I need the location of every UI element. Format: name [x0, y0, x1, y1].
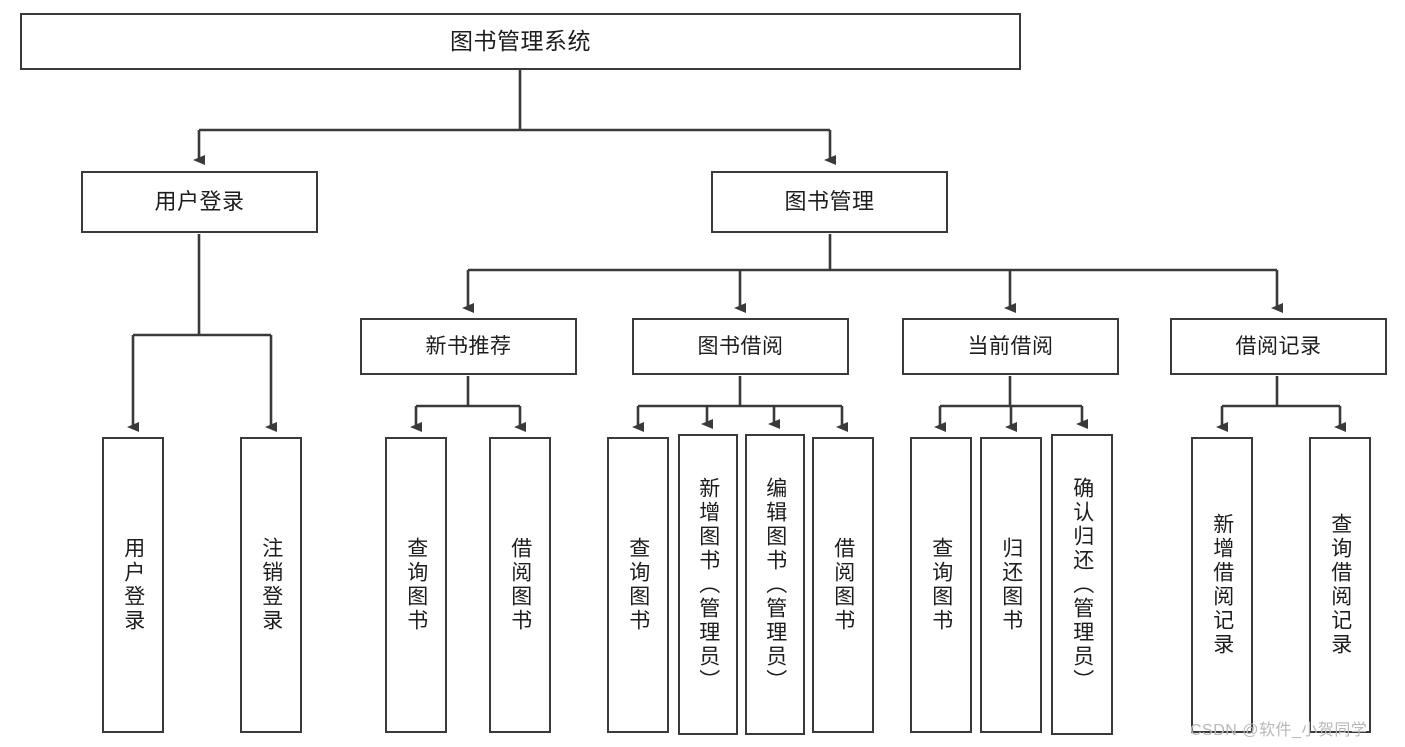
node-label: 当前借阅: [967, 334, 1054, 358]
node-label: 编辑图书（管理员）: [763, 476, 787, 693]
leaf-user-login[interactable]: 用户登录: [102, 437, 164, 733]
node-book-management[interactable]: 图书管理: [711, 171, 948, 233]
node-label: 用户登录: [121, 537, 145, 633]
node-label: 新增图书（管理员）: [696, 476, 720, 693]
node-label: 查询图书: [404, 537, 428, 633]
node-user-login[interactable]: 用户登录: [81, 171, 318, 233]
leaf-borrow-book-recommend[interactable]: 借阅图书: [489, 437, 551, 733]
leaf-query-book-borrow[interactable]: 查询图书: [607, 437, 669, 733]
node-label: 图书借阅: [697, 334, 784, 358]
node-label: 用户登录: [154, 188, 245, 214]
node-new-book-recommend[interactable]: 新书推荐: [360, 318, 577, 375]
node-label: 查询图书: [626, 537, 650, 633]
leaf-query-book-recommend[interactable]: 查询图书: [385, 437, 447, 733]
leaf-edit-book-admin[interactable]: 编辑图书（管理员）: [745, 434, 805, 735]
leaf-query-borrow-record[interactable]: 查询借阅记录: [1309, 437, 1371, 733]
node-label: 借阅记录: [1235, 334, 1322, 358]
node-label: 归还图书: [999, 537, 1023, 633]
node-book-borrow[interactable]: 图书借阅: [632, 318, 849, 375]
node-label: 新增借阅记录: [1210, 513, 1234, 657]
node-label: 图书管理系统: [450, 27, 591, 54]
leaf-borrow-book[interactable]: 借阅图书: [812, 437, 874, 733]
node-label: 借阅图书: [831, 537, 855, 633]
node-label: 新书推荐: [425, 334, 512, 358]
node-label: 确认归还（管理员）: [1070, 476, 1094, 693]
node-label: 查询图书: [929, 537, 953, 633]
leaf-logout[interactable]: 注销登录: [240, 437, 302, 733]
node-label: 借阅图书: [508, 537, 532, 633]
leaf-return-book[interactable]: 归还图书: [980, 437, 1042, 733]
leaf-query-book-current[interactable]: 查询图书: [910, 437, 972, 733]
leaf-add-book-admin[interactable]: 新增图书（管理员）: [678, 434, 738, 735]
leaf-add-borrow-record[interactable]: 新增借阅记录: [1191, 437, 1253, 733]
node-root-system[interactable]: 图书管理系统: [20, 13, 1021, 70]
node-label: 查询借阅记录: [1328, 513, 1352, 657]
node-label: 注销登录: [259, 537, 283, 633]
node-borrow-record[interactable]: 借阅记录: [1170, 318, 1387, 375]
node-label: 图书管理: [784, 188, 875, 214]
csdn-watermark: CSDN @软件_小贺同学: [1190, 722, 1368, 739]
leaf-confirm-return-admin[interactable]: 确认归还（管理员）: [1051, 434, 1113, 735]
node-current-borrow[interactable]: 当前借阅: [902, 318, 1119, 375]
